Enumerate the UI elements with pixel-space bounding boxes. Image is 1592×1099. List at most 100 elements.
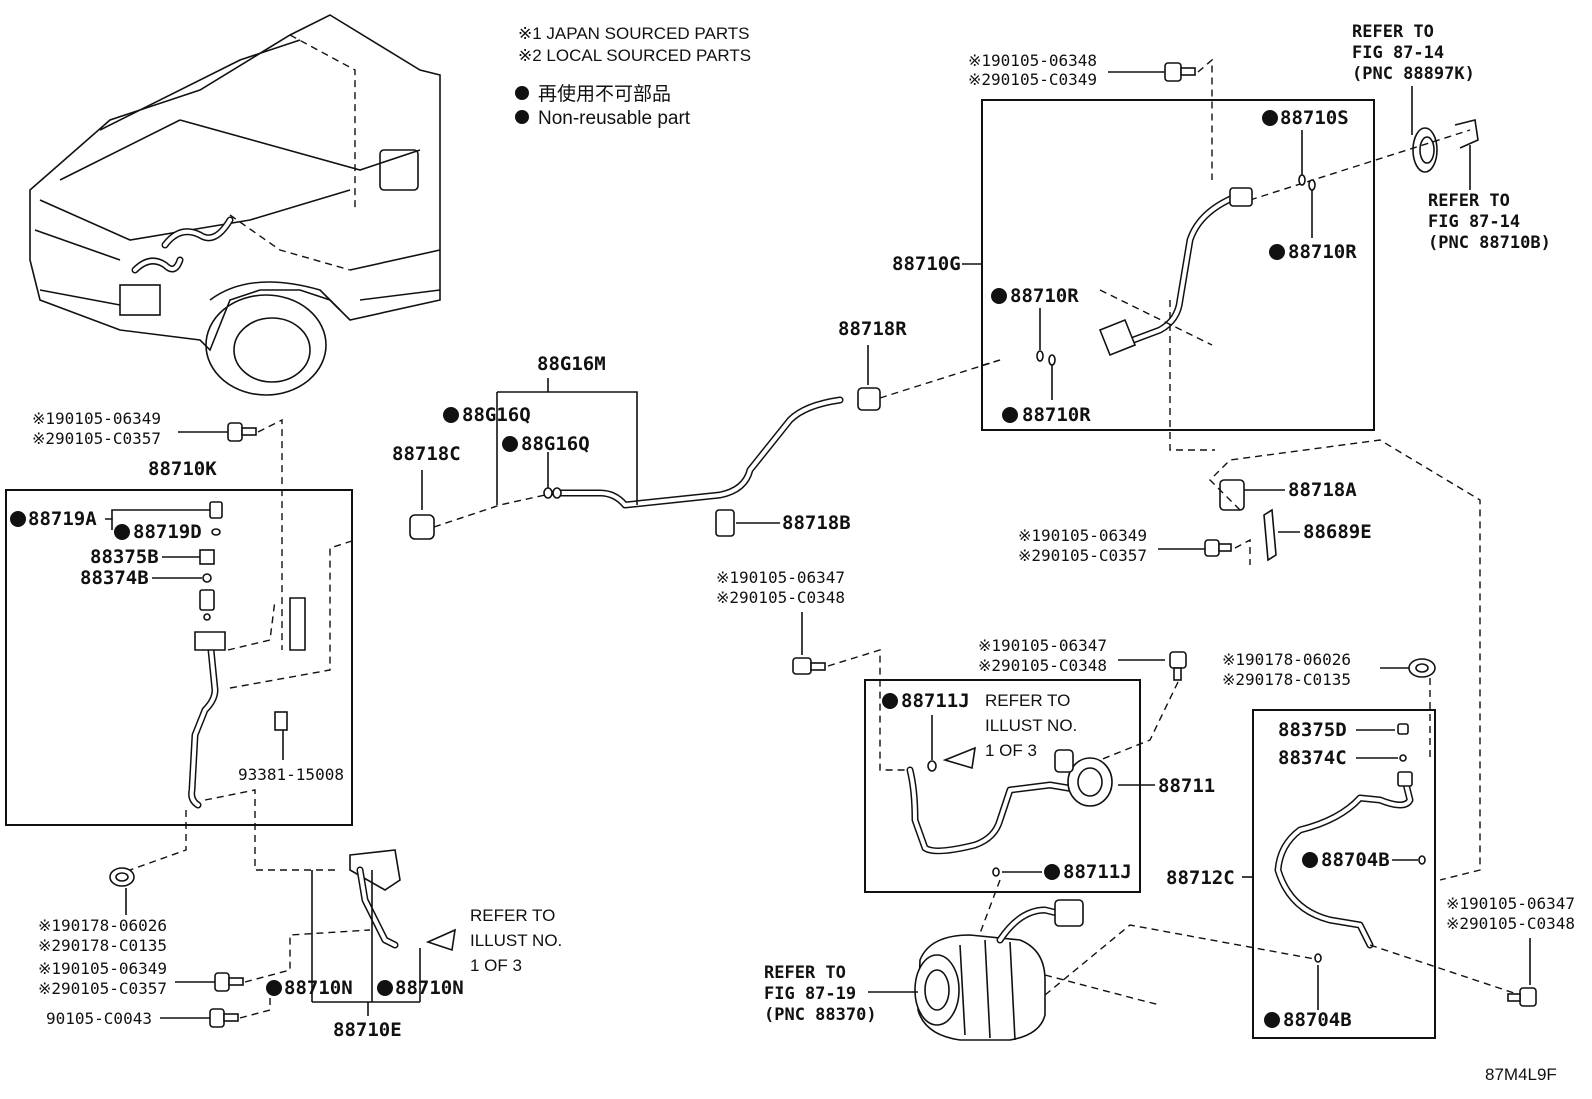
part-label: 88711J — [901, 690, 970, 712]
part-label: 88719A — [28, 508, 97, 530]
part-label: 88710R — [1022, 404, 1091, 426]
bolt-icon — [1169, 651, 1187, 681]
nut-icon — [109, 867, 135, 887]
bolt-label: ※290105-C0357 — [1018, 546, 1147, 565]
svg-text:FIG 87-14: FIG 87-14 — [1352, 43, 1444, 63]
bolt-label: ※290105-C0357 — [38, 979, 167, 998]
svg-text:REFER TO: REFER TO — [1428, 191, 1510, 211]
svg-text:ILLUST NO.: ILLUST NO. — [985, 716, 1077, 735]
figure-code: 87M4L9F — [1485, 1065, 1557, 1084]
svg-text:1 OF 3: 1 OF 3 — [985, 741, 1037, 760]
part-label: 88710G — [892, 253, 961, 275]
bolt-label: ※190105-06349 — [32, 409, 161, 428]
arrow-icon — [942, 746, 976, 770]
bolt-label: ※290178-C0135 — [1222, 670, 1351, 689]
bolt-label: ※290105-C0349 — [968, 70, 1097, 89]
svg-text:REFER TO: REFER TO — [764, 963, 846, 983]
part-label: 88375D — [1278, 719, 1347, 741]
part-label: 88711J — [1063, 861, 1132, 883]
clamp-icon — [857, 387, 881, 411]
box-88710k — [5, 489, 353, 826]
svg-text:ILLUST NO.: ILLUST NO. — [470, 931, 562, 950]
part-label: 88718B — [782, 512, 851, 534]
part-label: 88710N — [284, 977, 353, 999]
bolt-icon — [227, 422, 257, 442]
ref-fig-87-19-88370[interactable]: REFER TO FIG 87-19 (PNC 88370) — [764, 963, 877, 1025]
bolt-label: ※190178-06026 — [38, 916, 167, 935]
svg-text:1 OF 3: 1 OF 3 — [470, 956, 522, 975]
bolt-label: ※290105-C0348 — [716, 588, 845, 607]
bolt-label: ※290105-C0348 — [1446, 914, 1575, 933]
arrow-icon — [425, 928, 457, 952]
clamp-icon — [1219, 479, 1245, 511]
svg-text:FIG 87-19: FIG 87-19 — [764, 984, 856, 1004]
ref-illust-1-of-3-mid[interactable]: REFER TO ILLUST NO. 1 OF 3 — [985, 691, 1077, 760]
compressor-illustration — [914, 899, 1084, 1041]
bolt-label: ※190105-06347 — [978, 636, 1107, 655]
bolt-label: ※190105-06347 — [716, 568, 845, 587]
bolt-label: ※190105-06348 — [968, 51, 1097, 70]
part-label: 88G16Q — [462, 404, 531, 426]
svg-text:FIG 87-14: FIG 87-14 — [1428, 212, 1520, 232]
svg-text:(PNC 88897K): (PNC 88897K) — [1352, 64, 1475, 84]
part-label: 93381-15008 — [238, 765, 344, 784]
bolt-icon — [1164, 62, 1196, 82]
svg-text:REFER TO: REFER TO — [470, 906, 555, 925]
svg-text:(PNC 88370): (PNC 88370) — [764, 1005, 877, 1025]
legend-japan-sourced: ※1 JAPAN SOURCED PARTS — [518, 24, 750, 43]
box-88710g — [981, 99, 1375, 431]
bolt-label: ※190105-06349 — [1018, 526, 1147, 545]
part-label: 88710R — [1010, 285, 1079, 307]
bracket-icon — [349, 849, 401, 891]
bolt-icon — [274, 711, 288, 731]
legend-non-reusable-jp: 再使用不可部品 — [538, 83, 671, 105]
bolt-icon — [209, 1008, 239, 1028]
part-label: 88G16M — [537, 353, 606, 375]
bolt-label: ※190178-06026 — [1222, 650, 1351, 669]
part-label: 88712C — [1166, 867, 1235, 889]
bolt-label: ※190105-06347 — [1446, 894, 1575, 913]
part-label: 88374C — [1278, 747, 1347, 769]
part-label: 88710N — [395, 977, 464, 999]
bolt-icon — [1507, 987, 1537, 1007]
bolt-label: ※290178-C0135 — [38, 936, 167, 955]
bracket-icon — [1263, 508, 1277, 562]
clamp-icon — [715, 509, 735, 537]
non-reusable-marker-icon — [515, 86, 529, 100]
ref-illust-1-of-3-left[interactable]: REFER TO ILLUST NO. 1 OF 3 — [470, 906, 562, 975]
vehicle-illustration — [29, 14, 441, 396]
bolt-icon — [214, 972, 244, 992]
part-label: 88374B — [80, 567, 149, 589]
part-label: 88710K — [148, 458, 217, 480]
svg-text:(PNC 88710B): (PNC 88710B) — [1428, 233, 1551, 253]
part-label: 88704B — [1283, 1009, 1352, 1031]
bolt-label: ※190105-06349 — [38, 959, 167, 978]
part-label: 88710R — [1288, 241, 1357, 263]
ref-fig-87-14-88710b[interactable]: REFER TO FIG 87-14 (PNC 88710B) — [1428, 191, 1551, 253]
svg-text:REFER TO: REFER TO — [1352, 22, 1434, 42]
bolt-label: 90105-C0043 — [46, 1009, 152, 1028]
part-label: 88711 — [1158, 775, 1215, 797]
ref-fig-87-14-88897k[interactable]: REFER TO FIG 87-14 (PNC 88897K) — [1352, 22, 1475, 84]
clamp-icon — [409, 514, 435, 540]
part-label: 88G16Q — [521, 433, 590, 455]
legend: ※1 JAPAN SOURCED PARTS ※2 LOCAL SOURCED … — [515, 24, 751, 129]
bracket-icon — [289, 597, 306, 651]
box-88711 — [864, 679, 1141, 893]
nut-icon — [1408, 658, 1436, 678]
part-label: 88375B — [90, 546, 159, 568]
bolt-icon — [1204, 539, 1232, 557]
part-label: 88718C — [392, 443, 461, 465]
bolt-icon — [792, 657, 826, 675]
part-label: 88718R — [838, 318, 907, 340]
part-label: 88710E — [333, 1019, 402, 1041]
part-label: 88689E — [1303, 521, 1372, 543]
part-label: 88710S — [1280, 107, 1349, 129]
svg-text:REFER TO: REFER TO — [985, 691, 1070, 710]
legend-local-sourced: ※2 LOCAL SOURCED PARTS — [518, 46, 751, 65]
part-label: 88719D — [133, 521, 202, 543]
box-88712c — [1252, 709, 1436, 1039]
part-label: 88704B — [1321, 849, 1390, 871]
non-reusable-marker-icon — [515, 110, 529, 124]
